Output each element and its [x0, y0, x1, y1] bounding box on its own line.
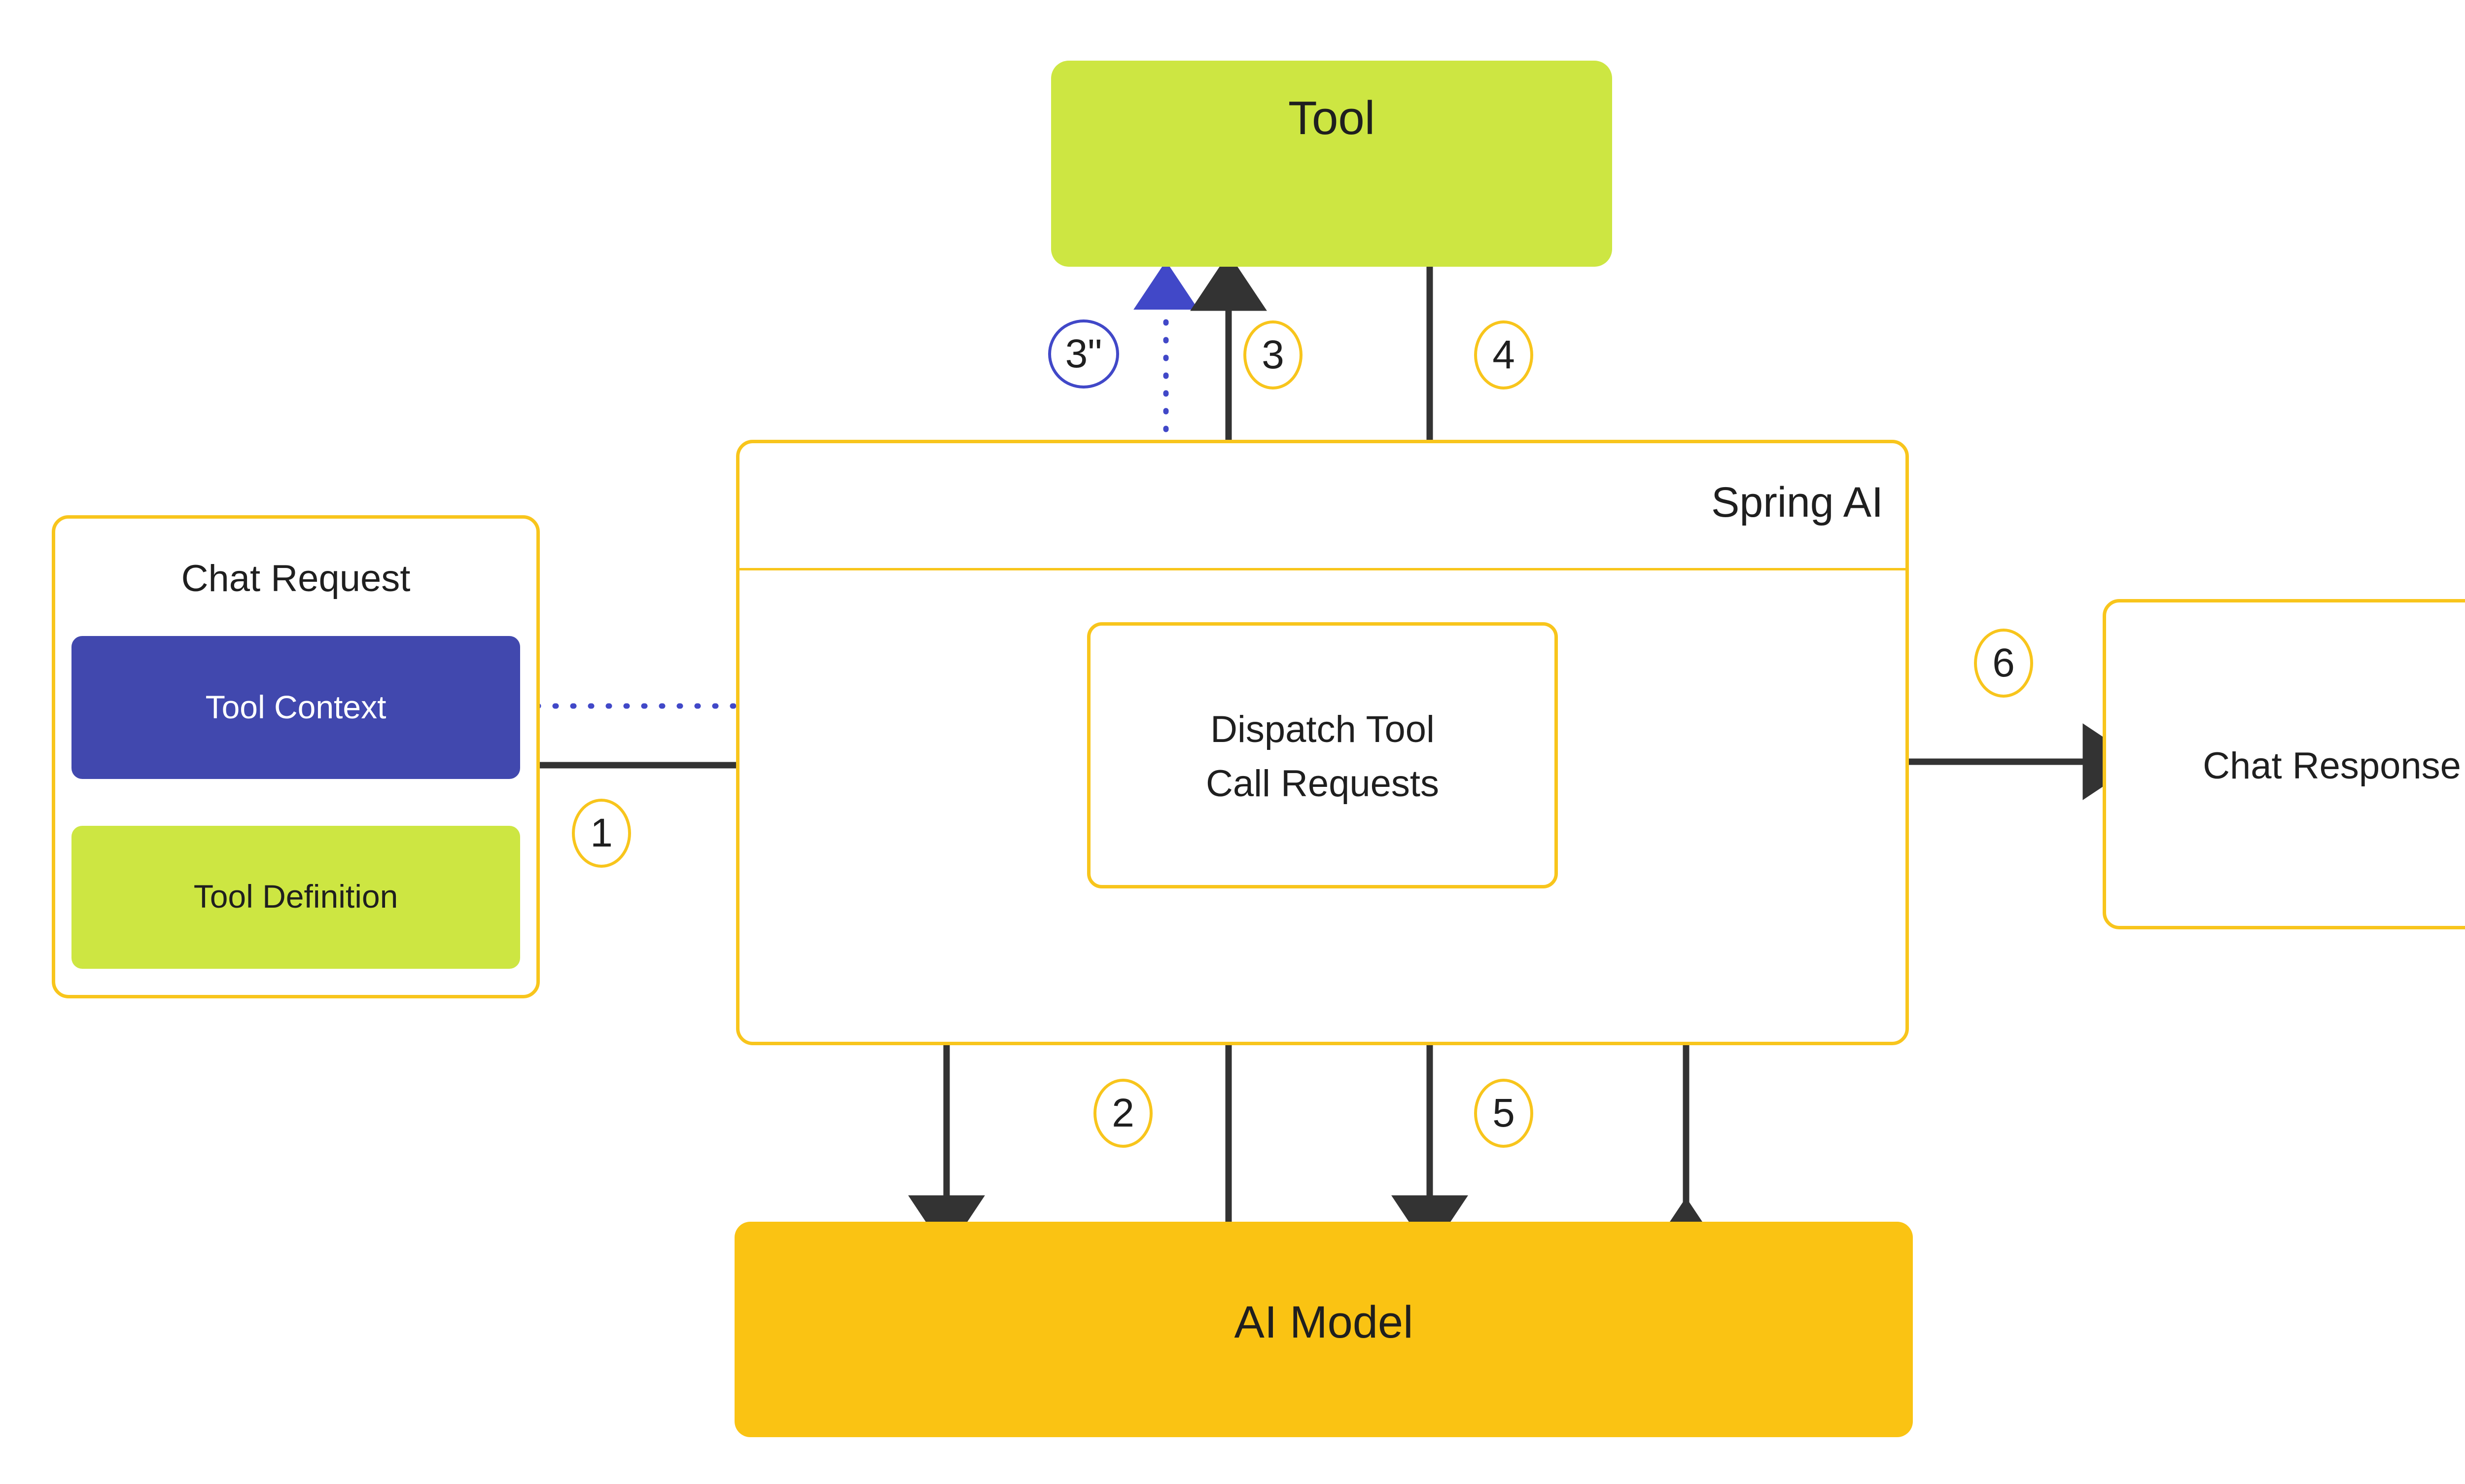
step-marker-3-double-prime: 3" — [1048, 319, 1119, 389]
chat-response-label: Chat Response — [2203, 745, 2461, 787]
tool-node[interactable] — [1051, 61, 1612, 267]
tool-context-node[interactable] — [71, 636, 520, 779]
step-marker-2: 2 — [1093, 1079, 1153, 1148]
dispatch-label-line-2: Call Requests — [1205, 763, 1440, 805]
spring-ai-label: Spring AI — [1711, 479, 1883, 526]
chat-response-node[interactable] — [2103, 599, 2465, 929]
step-marker-6: 6 — [1974, 629, 2033, 698]
step-marker-4: 4 — [1474, 320, 1533, 389]
ai-model-label: AI Model — [1234, 1297, 1413, 1347]
dispatch-tool-call-requests-node[interactable] — [1087, 622, 1558, 888]
dispatch-tool-call-requests-label: Dispatch Tool Call Requests — [1087, 703, 1558, 811]
tool-definition-node[interactable] — [71, 826, 520, 969]
step-marker-1: 1 — [572, 799, 631, 868]
chat-request-title: Chat Request — [181, 558, 411, 600]
step-marker-5: 5 — [1474, 1079, 1533, 1148]
tool-context-label: Tool Context — [205, 689, 387, 725]
dispatch-label-line-1: Dispatch Tool — [1210, 708, 1435, 750]
tool-label: Tool — [1288, 92, 1375, 144]
tool-definition-label: Tool Definition — [193, 878, 398, 915]
step-marker-3: 3 — [1243, 320, 1303, 389]
ai-model-node[interactable] — [735, 1222, 1913, 1437]
spring-ai-header-divider — [738, 568, 1907, 570]
